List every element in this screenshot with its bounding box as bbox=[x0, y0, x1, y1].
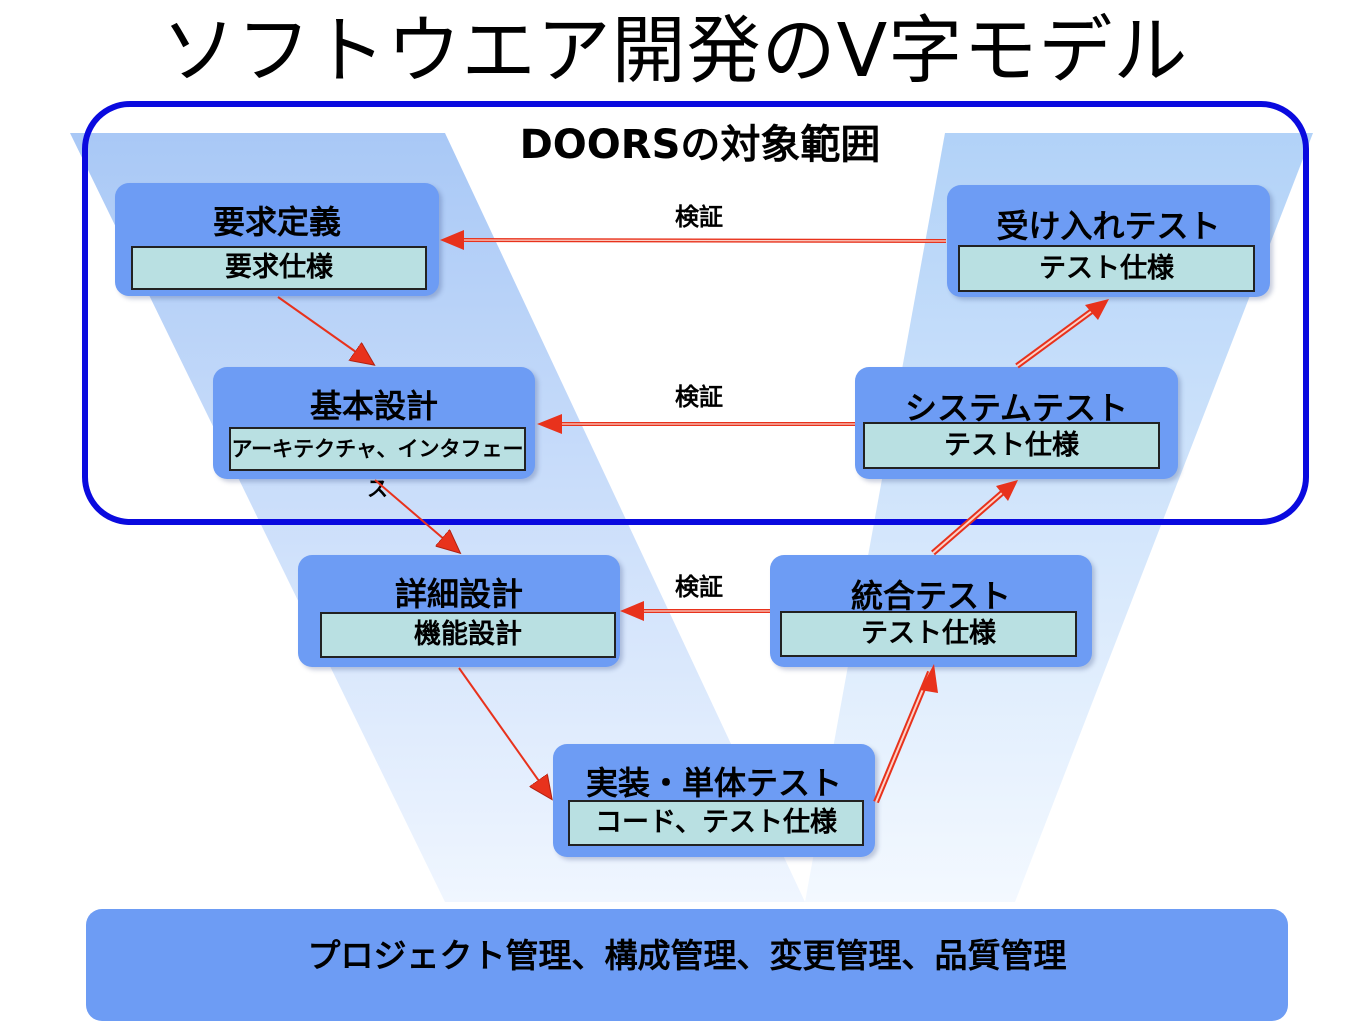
requirements-definition-box: 要求定義 要求仕様 bbox=[115, 183, 439, 296]
acceptance-test-box: 受け入れテスト テスト仕様 bbox=[947, 185, 1270, 297]
management-bar: プロジェクト管理、構成管理、変更管理、品質管理 bbox=[86, 909, 1288, 1021]
detailed-design-title: 詳細設計 bbox=[394, 575, 523, 613]
function-design-label: 機能設計 bbox=[320, 612, 616, 658]
implementation-unit-test-box: 実装・単体テスト コード、テスト仕様 bbox=[553, 744, 875, 857]
implementation-unit-test-title: 実装・単体テスト bbox=[585, 764, 842, 802]
requirements-definition-title: 要求定義 bbox=[212, 203, 341, 241]
integration-test-title: 統合テスト bbox=[850, 577, 1011, 615]
acceptance-test-spec-label: テスト仕様 bbox=[958, 245, 1255, 292]
requirements-spec-label: 要求仕様 bbox=[131, 246, 427, 290]
system-test-title: システムテスト bbox=[904, 389, 1129, 427]
detailed-design-box: 詳細設計 機能設計 bbox=[298, 555, 620, 667]
basic-design-box: 基本設計 アーキテクチャ、インタフェース bbox=[213, 367, 535, 501]
system-test-spec-label: テスト仕様 bbox=[863, 422, 1160, 469]
integration-test-box: 統合テスト テスト仕様 bbox=[770, 555, 1092, 667]
acceptance-test-title: 受け入れテスト bbox=[996, 207, 1221, 245]
management-bar-label: プロジェクト管理、構成管理、変更管理、品質管理 bbox=[307, 936, 1067, 975]
integration-test-spec-label: テスト仕様 bbox=[780, 611, 1077, 657]
doors-scope-frame bbox=[82, 101, 1309, 525]
verification-label: 検証 bbox=[675, 203, 723, 231]
verification-label: 検証 bbox=[675, 383, 723, 411]
page-title: ソフトウエア開発のV字モデル bbox=[161, 8, 1189, 94]
basic-design-title: 基本設計 bbox=[309, 387, 438, 425]
architecture-interface-label: アーキテクチャ、インタフェース bbox=[229, 427, 526, 501]
doors-scope-label: DOORSの対象範囲 bbox=[519, 122, 881, 168]
verification-label: 検証 bbox=[675, 573, 723, 601]
system-test-box: システムテスト テスト仕様 bbox=[855, 367, 1178, 479]
code-test-spec-label: コード、テスト仕様 bbox=[568, 800, 864, 846]
